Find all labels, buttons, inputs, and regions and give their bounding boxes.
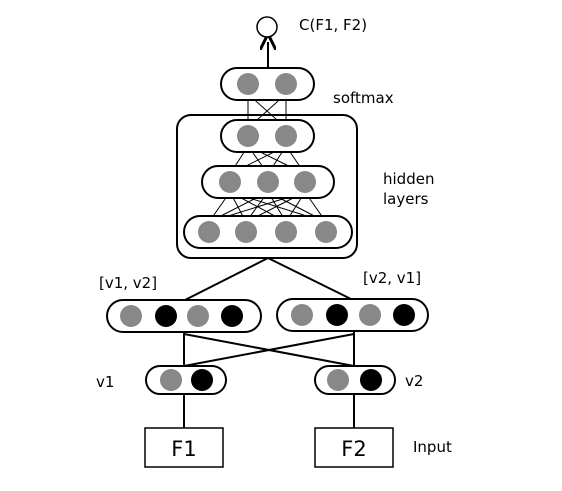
- pair-node: [187, 305, 209, 327]
- hidden-layer-3: [183, 215, 353, 249]
- pair-node: [326, 304, 348, 326]
- hidden-node: [235, 221, 257, 243]
- output-label: C(F1, F2): [299, 16, 367, 34]
- input-box-f2-label: F2: [341, 437, 366, 461]
- input-label: Input: [413, 438, 452, 456]
- pair-node: [393, 304, 415, 326]
- hidden-node: [237, 125, 259, 147]
- hidden-node: [219, 171, 241, 193]
- input-box-f1: [144, 427, 224, 468]
- softmax-label: softmax: [333, 89, 394, 107]
- softmax-layer: [220, 67, 315, 101]
- pair-left-label: [v1, v2]: [99, 274, 157, 292]
- v1-label: v1: [96, 373, 114, 391]
- hidden-node: [275, 221, 297, 243]
- output-node: [256, 16, 278, 38]
- input-box-f2: [314, 427, 394, 468]
- softmax-node: [237, 73, 259, 95]
- pair-layer-right: [276, 298, 429, 332]
- hidden-node: [294, 171, 316, 193]
- hidden-label-line2: layers: [383, 190, 429, 208]
- pair-right-label: [v2, v1]: [363, 269, 421, 287]
- hidden-node: [198, 221, 220, 243]
- v1-node: [191, 369, 213, 391]
- hidden-layer-2: [201, 165, 335, 199]
- v1-layer: [145, 365, 227, 395]
- pair-layer-left: [106, 299, 262, 333]
- hidden-node: [315, 221, 337, 243]
- softmax-node: [275, 73, 297, 95]
- v1-node: [160, 369, 182, 391]
- v2-node: [327, 369, 349, 391]
- input-box-f1-label: F1: [171, 437, 196, 461]
- hidden-layer-1: [220, 119, 315, 153]
- v2-layer: [314, 365, 396, 395]
- pair-node: [291, 304, 313, 326]
- v2-label: v2: [405, 372, 423, 390]
- hidden-node: [275, 125, 297, 147]
- hidden-label-line1: hidden: [383, 170, 434, 188]
- hidden-node: [257, 171, 279, 193]
- hidden-layers-block: [176, 114, 358, 259]
- pair-node: [120, 305, 142, 327]
- v2-node: [360, 369, 382, 391]
- pair-node: [359, 304, 381, 326]
- pair-node: [221, 305, 243, 327]
- pair-node: [155, 305, 177, 327]
